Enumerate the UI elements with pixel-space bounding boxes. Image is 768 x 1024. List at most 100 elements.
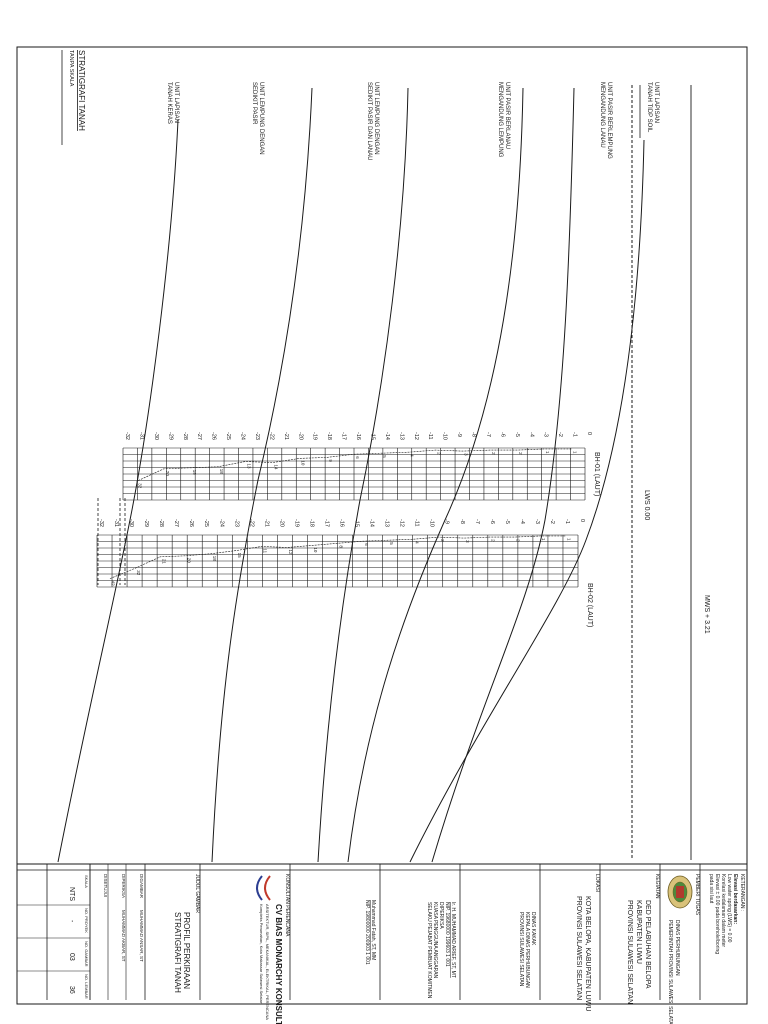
- approval-1-line: DINAS KAKAK: [530, 912, 536, 946]
- stratum-boundary-1: [431, 87, 575, 863]
- keterangan-line: Elevasi ± 0.00 pada borehole/boring: [714, 874, 720, 954]
- footer-head: SKALA: [84, 875, 89, 888]
- approval-1-line: PROVINSI SULAWESI SELATAN: [518, 912, 524, 987]
- spt-value: 2: [440, 539, 445, 542]
- depth-label: -4: [528, 432, 534, 437]
- footer-value: 36: [68, 986, 75, 994]
- depth-label: -20: [297, 432, 303, 440]
- depth-label: -12: [413, 432, 419, 440]
- lws-label: LWS 0.00: [643, 490, 650, 520]
- spt-value: 2: [491, 452, 496, 455]
- title-block: KETERANGAN :Elevasi berdasarkan:Low wate…: [17, 864, 747, 1024]
- judul-line: STRATIGRAFI TANAH: [173, 912, 182, 993]
- spt-value: 8: [339, 545, 344, 548]
- depth-label: -20: [278, 519, 284, 527]
- approval-3-line: Muhammad Fatah, ST, MM: [370, 900, 376, 960]
- depth-label: -7: [474, 519, 480, 524]
- depth-label: -14: [369, 519, 375, 527]
- depth-label: -15: [354, 519, 360, 527]
- depth-label: -23: [254, 432, 260, 440]
- spt-value: 5: [382, 455, 387, 458]
- pemberi-tugas-line: PEMERINTAH PROVINSI SULAWESI SELATAN: [667, 920, 673, 1024]
- spt-value: 2: [490, 539, 495, 542]
- approval-2-line: DIPERIKSA: [438, 902, 444, 929]
- depth-label: -32: [98, 519, 104, 527]
- footer-head: NO. PROYEK: [84, 908, 89, 933]
- spt-value: 2: [437, 452, 442, 455]
- depth-label: -1: [564, 519, 570, 524]
- spt-value: 21: [161, 559, 166, 565]
- spt-value: 32: [138, 483, 143, 489]
- spt-value: 4: [409, 454, 414, 457]
- spt-value: 15: [237, 553, 242, 559]
- lokasi-line: PROVINSI SULAWESI SELATAN: [575, 896, 582, 1000]
- keterangan-line: Low water spring (LWS) = 0.00: [726, 874, 732, 943]
- judul-line: PROFIL PERKIRAAN: [182, 912, 191, 989]
- staff-role: DIGAMBAR: [139, 874, 144, 899]
- depth-label: -11: [427, 432, 433, 440]
- depth-label: -24: [218, 519, 224, 527]
- spt-value: 13: [246, 464, 251, 470]
- keterangan-line: pada sisi laut: [708, 874, 714, 904]
- depth-label: -26: [211, 432, 217, 440]
- depth-label: -9: [444, 519, 450, 524]
- depth-label: -10: [429, 519, 435, 527]
- layer-label-5: UNIT LEMPUNG DENGAN: [258, 82, 264, 155]
- lokasi-head: LOKASI: [594, 874, 600, 892]
- depth-label: -5: [504, 519, 510, 524]
- depth-label: -21: [283, 432, 289, 440]
- footer-head: NO. LEMBAR: [84, 974, 89, 999]
- layer-label-1-sub: TANAH TIDP SOIL: [646, 82, 652, 133]
- depth-label: -13: [398, 432, 404, 440]
- depth-label: -21: [263, 519, 269, 527]
- company-sub-line: Kompleks Perumahan, Kota Makassar Sulawe…: [259, 904, 264, 1004]
- depth-label: -29: [143, 519, 149, 527]
- depth-label: -15: [369, 432, 375, 440]
- approval-2-line: SELAKU PEJABAT PEMBUAT KOMITMEN: [426, 902, 432, 999]
- spt-value: 6: [364, 543, 369, 546]
- spt-value: 19: [192, 470, 197, 476]
- layer-label-6: UNIT LAPISAN: [173, 82, 179, 123]
- spt-value: 1: [566, 538, 571, 541]
- depth-label: -31: [138, 432, 144, 440]
- approval-2-line: Ir. H. MUHAMMAD ARIEF, ST, MT: [450, 902, 456, 978]
- kegiatan-line: DED PELABUHAN BELOPA: [644, 900, 651, 989]
- spt-value: 11: [263, 548, 268, 553]
- footer-value: 03: [68, 953, 75, 961]
- spt-value: 10: [313, 547, 318, 553]
- spt-value: 10: [301, 460, 306, 466]
- depth-label: -31: [113, 519, 119, 527]
- depth-label: -26: [188, 519, 194, 527]
- depth-label: -16: [339, 519, 345, 527]
- approval-2-line: KUASA PENGGUNA ANGGARAN: [432, 902, 438, 979]
- depth-label: -10: [442, 432, 448, 440]
- layer-label-5-sub: SEDIKIT PASIR: [251, 82, 257, 125]
- depth-label: -9: [456, 432, 462, 437]
- depth-label: -13: [384, 519, 390, 527]
- spt-value: 2: [518, 452, 523, 455]
- depth-label: -2: [557, 432, 563, 437]
- judul-head: JUDUL GAMBAR: [194, 874, 200, 913]
- stratum-boundary-5: [211, 87, 313, 863]
- depth-label: -32: [124, 432, 130, 440]
- spt-value: 6: [355, 456, 360, 459]
- stratum-boundary-2: [409, 139, 645, 863]
- layer-label-3-sub: MENGANDUNG LEMPUNG: [497, 82, 503, 158]
- depth-label: -16: [355, 432, 361, 440]
- depth-label: -4: [519, 519, 525, 524]
- spt-value: 18: [219, 469, 224, 475]
- depth-label: -6: [499, 432, 505, 437]
- spt-value: 3: [465, 540, 470, 543]
- depth-label: -2: [549, 519, 555, 524]
- spt-value: 12: [288, 549, 293, 555]
- footer-head: NO. GAMBAR: [84, 941, 89, 967]
- stratum-boundary-6: [57, 119, 179, 863]
- staff-role: DISETUJUI: [103, 874, 108, 897]
- approval-3-line: NIP. 19800000 200903 1 001: [364, 900, 370, 965]
- depth-label: -7: [485, 432, 491, 437]
- layer-label-4-sub: SEDIKIT PASIR DAN LANAU: [366, 82, 372, 160]
- borehole-bh01: 0-1-2-3-4-5-6-7-8-9-10-11-12-13-14-15-16…: [122, 432, 600, 501]
- depth-label: -30: [153, 432, 159, 440]
- depth-label: -1: [572, 432, 578, 437]
- drawing-title: STRATIGRAFI TANAH: [77, 50, 86, 131]
